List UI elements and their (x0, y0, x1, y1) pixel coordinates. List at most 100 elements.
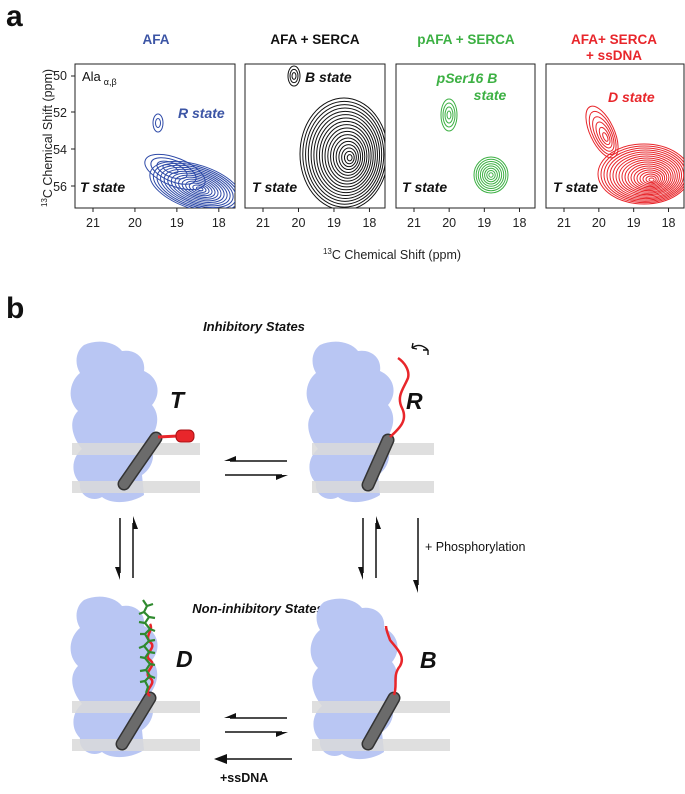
membrane-lower-d (72, 739, 200, 751)
serca-protein-r (306, 341, 394, 503)
peak-contour-t-state-serca (305, 104, 385, 205)
peak-contour-t-state-ssdna (612, 153, 680, 198)
y-tick-54: 54 (53, 143, 67, 157)
phosphorylation-label: + Phosphorylation (425, 540, 525, 554)
x-tick-label: 20 (128, 216, 142, 230)
serca-protein-t (70, 341, 158, 503)
peak-contour-pser16-b-state (446, 110, 452, 120)
phosphorylation-arrow (413, 518, 419, 593)
peak-contour-t-state (163, 168, 231, 207)
panel-title-afa-serca-ssdna-line2: + ssDNA (586, 48, 642, 63)
d-state-cartoon: D (70, 596, 200, 758)
equilibrium-arrows-r-b (358, 516, 381, 580)
peak-contour-t-state-serca (318, 120, 374, 191)
peak-contour-t-state-serca (346, 154, 353, 162)
peak-contour-pser16-b-state (440, 98, 458, 132)
peak-contour-t-state-ssdna (618, 157, 676, 196)
panel-b-letter: b (6, 292, 24, 325)
contours-afa-serca-ssdna (585, 105, 684, 205)
peak-contour-t-shoulder (144, 153, 206, 191)
peak-contour-t-state-serca (327, 130, 368, 182)
peak-contour-t-state-ssdna (627, 163, 670, 192)
x-tick-label: 18 (662, 216, 676, 230)
peak-contour-d-state (598, 126, 611, 146)
b-state-cartoon: B (310, 598, 450, 760)
peak-contour-t-state-serca (299, 97, 385, 208)
t-state-label-afa-serca-ssdna: T state (553, 179, 598, 195)
d-state-label: D state (608, 89, 655, 105)
x-tick-label: 19 (477, 216, 491, 230)
contours-afa-serca (287, 65, 385, 208)
pser16-b-label: pSer16 B (436, 70, 498, 86)
peak-contour-t-state-serca (338, 144, 359, 171)
ssdna-arrow (214, 754, 292, 764)
peak-contour-t-state-ssdna (597, 143, 684, 205)
peak-contour-d-state (595, 121, 613, 149)
peak-contour-t-state-ssdna (639, 171, 661, 186)
peak-contour-t-state-ssdna (636, 169, 664, 188)
peak-contour-t-shoulder (156, 160, 188, 180)
peak-contour-t-state-serca (343, 150, 355, 165)
equilibrium-arrows-t-d (115, 516, 138, 580)
panel-title-afa-serca: AFA + SERCA (270, 32, 359, 47)
peak-contour-d-state (602, 132, 609, 142)
x-tick-label: 21 (256, 216, 270, 230)
peak-contour-t-state-pafa (475, 158, 507, 192)
peak-contour-t-state-pafa (479, 163, 503, 187)
peak-contour-t-state-ssdna (603, 147, 684, 202)
state-t-label: T (170, 387, 186, 413)
membrane-lower-t (72, 481, 200, 493)
peak-contour-t-state-ssdna (609, 151, 683, 200)
y-tick-52: 52 (53, 106, 67, 120)
peak-contour-t-state (156, 164, 235, 208)
peak-contour-t-state (181, 178, 216, 198)
ssdna-label: +ssDNA (220, 771, 268, 785)
peak-contour-t-state-ssdna (621, 159, 674, 194)
contours-pafa-serca (440, 98, 509, 194)
panel-title-pafa-serca: pAFA + SERCA (417, 32, 515, 47)
peak-contour-r-state (152, 113, 164, 133)
serca-protein-b (310, 598, 398, 760)
pser16-state-label: state (474, 87, 507, 103)
panel-title-afa: AFA (143, 32, 170, 47)
x-tick-label: 20 (442, 216, 456, 230)
membrane-upper-b (312, 701, 450, 713)
peak-contour-t-state-ssdna (648, 177, 655, 182)
x-tick-label: 19 (327, 216, 341, 230)
x-tick-label: 21 (557, 216, 571, 230)
panel-a-letter: a (6, 0, 23, 33)
peak-contour-t-state-serca (307, 107, 383, 202)
peak-contour-d-state (588, 110, 617, 156)
peak-contour-t-state-pafa (484, 167, 498, 183)
peak-contour-t-state-serca (335, 140, 362, 173)
equilibrium-arrows-t-r (224, 456, 288, 480)
x-tick-label: 19 (170, 216, 184, 230)
spectrum-frame-afa (74, 63, 236, 209)
peak-contour-t-state-serca (330, 134, 366, 179)
inhibitory-states-header: Inhibitory States (203, 319, 305, 334)
x-tick-label: 21 (86, 216, 100, 230)
peak-contour-t-state-ssdna (642, 173, 659, 185)
peak-contour-t-state (178, 176, 219, 200)
t-state-label-afa-serca: T state (252, 179, 297, 195)
disordered-tail-b (384, 625, 404, 696)
panel-title-afa-serca-ssdna: AFA+ SERCA (571, 32, 657, 47)
peak-contour-t-state-serca (316, 117, 376, 194)
contours-afa (144, 113, 235, 208)
x-tick-label: 18 (362, 216, 376, 230)
peak-contour-r-state (155, 118, 161, 128)
peak-contour-t-state-ssdna (633, 167, 666, 189)
peak-contour-pser16-b-state (442, 102, 456, 128)
membrane-upper-r (312, 443, 434, 455)
state-b-label: B (420, 647, 437, 673)
disordered-tail-r (389, 356, 410, 438)
peak-contour-b-state (289, 68, 299, 84)
t-state-label-afa: T state (80, 179, 125, 195)
x-tick-label: 19 (627, 216, 641, 230)
peak-contour-t-state-pafa (486, 170, 496, 180)
state-r-label: R (406, 388, 423, 414)
peak-contour-t-state-serca (313, 114, 378, 197)
y-axis-label: 13C Chemical Shift (ppm) (40, 69, 55, 207)
